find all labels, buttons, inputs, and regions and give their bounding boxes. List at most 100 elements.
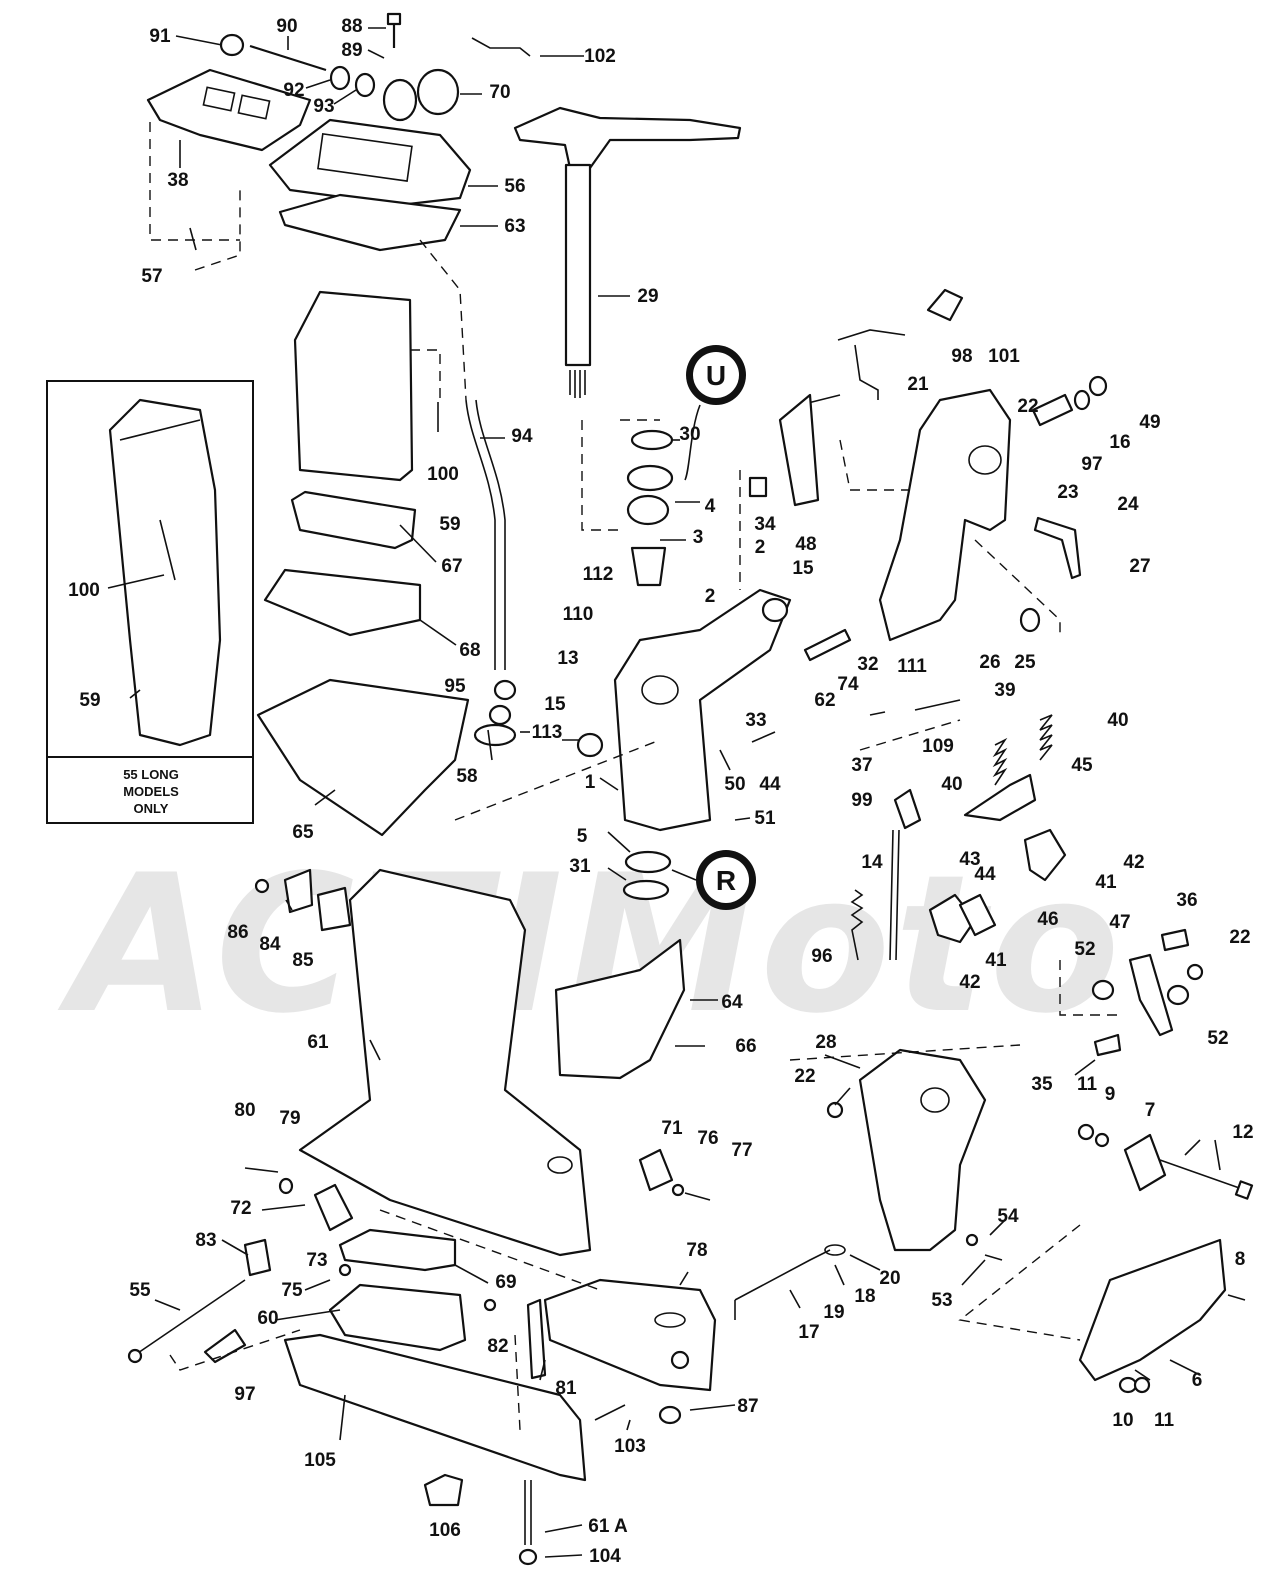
callout-50: 50 (724, 774, 745, 795)
exhaust-housing-adapter-56 (268, 118, 472, 207)
mount-70a (382, 78, 418, 122)
plate-68 (263, 568, 422, 637)
mount-70b (416, 68, 460, 116)
callout-12: 12 (1232, 1122, 1253, 1143)
callout-76: 76 (697, 1128, 718, 1149)
callout-35: 35 (1031, 1074, 1053, 1095)
callout-100a: 100 (68, 580, 100, 601)
spring-40a (992, 737, 1008, 786)
inset-note: 55 LONG MODELS ONLY (48, 756, 254, 824)
callout-102: 102 (584, 46, 616, 67)
bushing-97b (203, 1328, 247, 1364)
inset-note-line2: MODELS (123, 783, 179, 799)
nut-49 (1088, 375, 1108, 397)
callout-19: 19 (823, 1302, 844, 1323)
rod-14 (889, 829, 900, 961)
callout-22a: 22 (1017, 396, 1038, 417)
bolt-90 (249, 44, 327, 72)
symbol-lower-glyph: R (716, 865, 736, 896)
callout-44b: 44 (974, 864, 996, 885)
callout-4: 4 (705, 496, 716, 517)
inset-note-line1: 55 LONG (123, 766, 179, 782)
screw-77 (684, 1192, 711, 1201)
callout-52a: 52 (1074, 939, 1095, 960)
callout-100b: 100 (427, 464, 459, 485)
callout-20: 20 (879, 1268, 900, 1289)
callout-86: 86 (227, 922, 248, 943)
callout-78: 78 (686, 1240, 707, 1261)
callout-15a: 15 (792, 558, 814, 579)
callout-34: 34 (754, 514, 776, 535)
cover-84 (283, 868, 314, 914)
callout-90: 90 (276, 16, 297, 37)
clamp-bracket-28 (858, 1048, 987, 1252)
callout-43: 43 (959, 849, 980, 870)
cover-78 (543, 1278, 717, 1392)
callout-42b: 42 (959, 972, 980, 993)
bushing-3 (630, 546, 667, 587)
callout-95: 95 (444, 676, 466, 697)
callout-18: 18 (854, 1286, 875, 1307)
seal-60 (328, 1283, 467, 1352)
callout-26: 26 (979, 652, 1000, 673)
callout-71: 71 (661, 1118, 683, 1139)
steering-shaft-29 (564, 163, 592, 367)
callout-41a: 41 (1095, 872, 1117, 893)
callout-13: 13 (557, 648, 578, 669)
pin-111 (869, 711, 886, 716)
callout-41b: 41 (985, 950, 1007, 971)
screw-82 (483, 1298, 497, 1312)
callout-22c: 22 (794, 1066, 815, 1087)
screw-58 (487, 729, 493, 761)
inset-long-models (108, 398, 222, 747)
callout-40a: 40 (1107, 710, 1128, 731)
nut-22c (826, 1101, 844, 1119)
callout-87: 87 (737, 1396, 758, 1417)
callout-27: 27 (1129, 556, 1150, 577)
callout-68: 68 (459, 640, 480, 661)
nut-22b (1186, 963, 1204, 981)
callout-112: 112 (583, 564, 614, 585)
washer-30 (630, 429, 674, 451)
callout-25: 25 (1014, 652, 1036, 673)
inset-note-line3: ONLY (133, 800, 169, 816)
exhaust-tube-long-59 (108, 398, 222, 747)
steering-arm-29 (513, 106, 742, 170)
bolt-53 (984, 1254, 1003, 1261)
callout-97a: 97 (1081, 454, 1102, 475)
callout-55: 55 (129, 1280, 151, 1301)
callout-28: 28 (815, 1032, 836, 1053)
callout-70: 70 (489, 82, 510, 103)
screw-8 (1227, 1294, 1246, 1301)
washer-25 (1019, 607, 1041, 633)
callout-82: 82 (487, 1336, 508, 1357)
callout-5: 5 (577, 826, 588, 847)
bolt-97a (1031, 393, 1074, 427)
bolt-109 (914, 699, 961, 711)
callout-99: 99 (851, 790, 872, 811)
inset-frame (46, 380, 254, 824)
callout-6: 6 (1192, 1370, 1203, 1391)
swivel-bracket-1 (613, 588, 792, 832)
spring-40b (1039, 714, 1053, 761)
callout-38: 38 (167, 170, 188, 191)
callout-84: 84 (259, 934, 281, 955)
callout-91: 91 (149, 26, 171, 47)
pawl-41a (1023, 828, 1067, 882)
callout-65: 65 (292, 822, 314, 843)
water-tube-94 (465, 399, 506, 670)
callout-105: 105 (304, 1450, 336, 1471)
callout-32: 32 (857, 654, 878, 675)
nut-11b (1133, 1376, 1151, 1394)
callout-30: 30 (679, 424, 700, 445)
washer-76 (671, 1183, 685, 1197)
plate-45 (963, 773, 1037, 822)
callout-59b: 59 (79, 690, 100, 711)
link-48 (778, 393, 820, 507)
block-71 (638, 1148, 674, 1192)
bolt-44 (751, 731, 776, 743)
callout-58: 58 (456, 766, 477, 787)
callout-33: 33 (745, 710, 766, 731)
flange-113 (473, 723, 517, 747)
